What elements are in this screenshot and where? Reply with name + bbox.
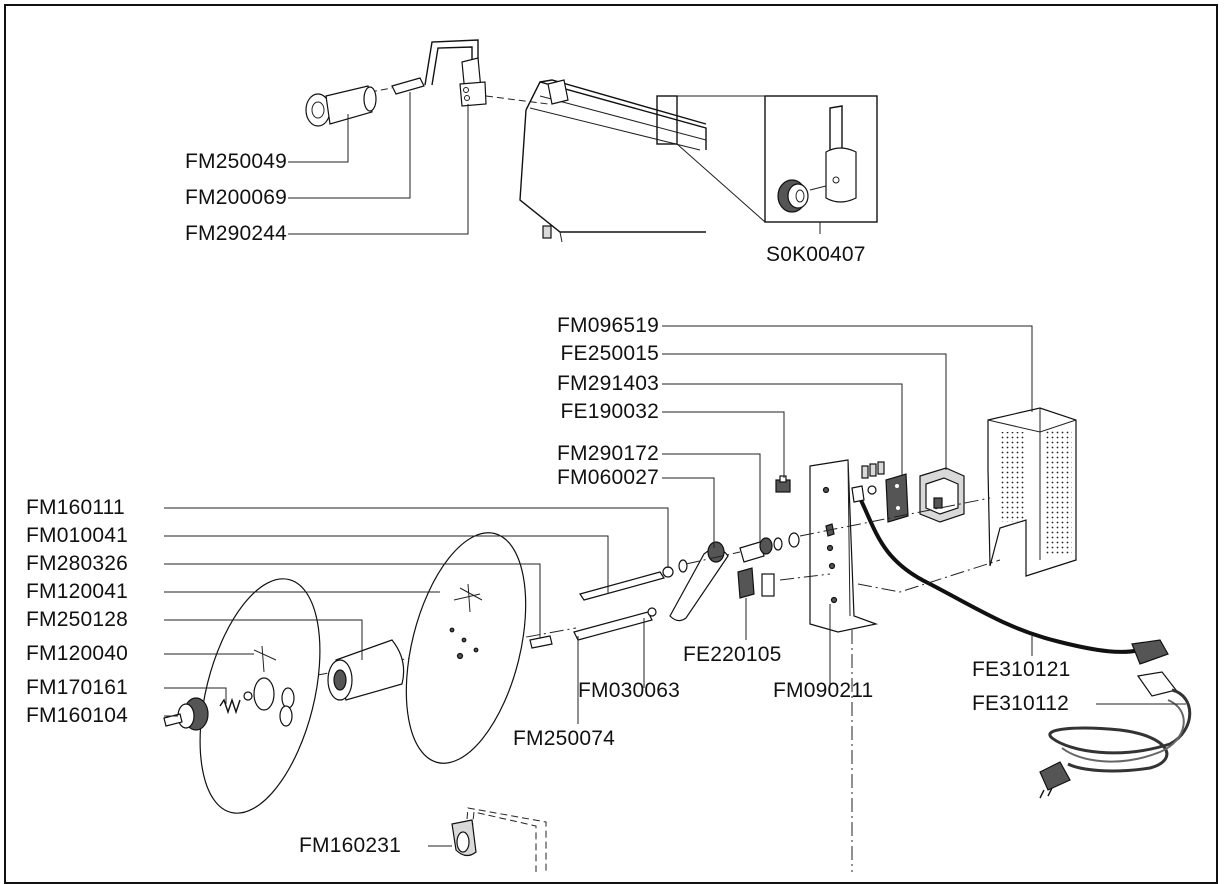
motor-part [919, 467, 965, 523]
label-fm280326: FM280326 [26, 552, 128, 575]
handle-grip-part [305, 85, 377, 127]
label-fm160111: FM160111 [26, 496, 125, 519]
machine-housing-part [519, 79, 707, 243]
label-fe220105: FE220105 [683, 643, 782, 666]
label-fe190032: FE190032 [560, 400, 659, 423]
label-fm160104: FM160104 [26, 704, 128, 727]
switch-part [775, 475, 791, 493]
label-fm250049: FM250049 [185, 150, 287, 173]
label-fm010041: FM010041 [26, 524, 128, 547]
perforated-cover-part [987, 407, 1077, 577]
label-fm090211: FM090211 [773, 679, 874, 702]
label-fe310112: FE310112 [972, 692, 1069, 715]
leader-lines [164, 325, 1186, 847]
handle-shaft-part [369, 77, 425, 95]
label-fm160231: FM160231 [299, 834, 401, 857]
cone-core-part [327, 639, 405, 701]
label-fm250074: FM250074 [513, 727, 615, 750]
handle-bracket-part [424, 39, 487, 107]
large-disc-back-part [405, 532, 527, 764]
spring-part [219, 697, 241, 715]
mounting-plate-part [885, 473, 909, 523]
label-fm030063: FM030063 [578, 679, 680, 702]
label-fe250015: FE250015 [560, 342, 659, 365]
power-cord-part [1039, 671, 1192, 799]
large-disc-front-part [199, 578, 321, 814]
label-fm291403: FM291403 [557, 372, 659, 395]
label-fe310121: FE310121 [972, 658, 1071, 681]
label-fm290172: FM290172 [557, 442, 659, 465]
label-fm060027: FM060027 [557, 466, 659, 489]
label-fm290244: FM290244 [185, 222, 287, 245]
knob-part [163, 697, 209, 731]
power-cable-part [851, 485, 1169, 665]
shaft-assembly-part [529, 532, 800, 649]
terminal-block-part [861, 461, 885, 495]
label-fm120041: FM120041 [26, 580, 128, 603]
top-leader-lines [288, 92, 821, 235]
bottom-bracket-part [451, 807, 547, 872]
label-fm200069: FM200069 [185, 186, 287, 209]
label-s0k00407: S0K00407 [766, 243, 866, 266]
label-fm250128: FM250128 [26, 608, 128, 631]
label-fm170161: FM170161 [26, 676, 128, 699]
label-fm096519: FM096519 [557, 314, 659, 337]
label-fm120040: FM120040 [26, 642, 128, 665]
upright-bracket-part [809, 459, 879, 633]
detail-inset-box [656, 95, 878, 223]
